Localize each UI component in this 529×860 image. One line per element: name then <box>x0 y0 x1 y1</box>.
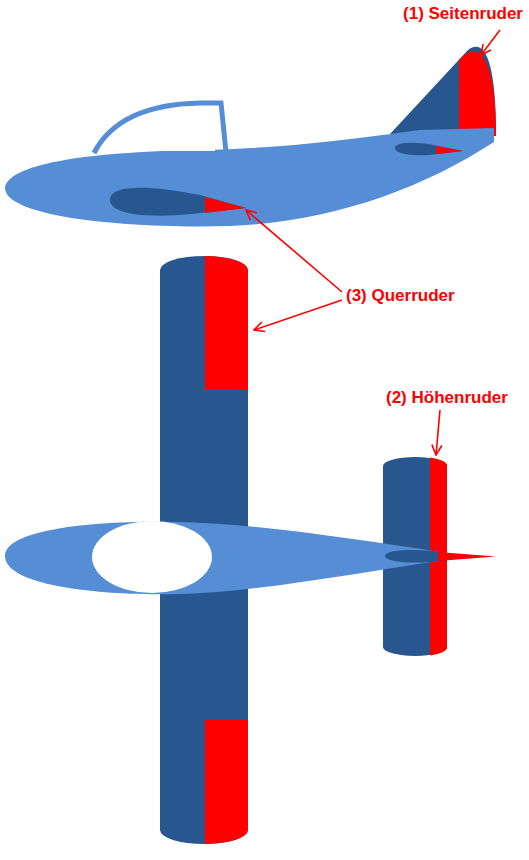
rudder-top <box>438 552 496 561</box>
canopy-window <box>120 113 215 151</box>
aileron-top-lower <box>205 720 248 844</box>
elevator-side <box>436 146 463 154</box>
control-surface-label: (1) Seitenruder <box>403 4 523 24</box>
control-surface-label: (2) Höhenruder <box>386 388 508 408</box>
rudder <box>459 51 496 136</box>
canopy-frame <box>94 103 226 153</box>
leader-line <box>436 410 440 455</box>
fuselage-side <box>5 128 494 226</box>
leader-line <box>246 210 342 292</box>
aileron-side <box>205 197 246 213</box>
leader-line <box>254 300 342 330</box>
fuselage-top <box>5 522 440 594</box>
fin-top <box>385 550 440 562</box>
wing-side <box>110 188 246 216</box>
vertical-fin <box>390 47 496 136</box>
tailplane-top <box>383 457 447 656</box>
control-surface-label: (3) Querruder <box>346 286 455 306</box>
tailplane-side <box>395 143 463 155</box>
aileron-top-upper <box>205 256 248 390</box>
leader-line <box>481 30 500 55</box>
cockpit-top <box>92 521 212 593</box>
